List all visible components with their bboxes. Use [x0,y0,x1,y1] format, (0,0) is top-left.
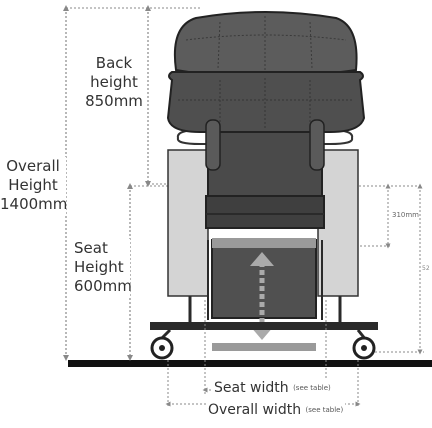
back-height-line1: Back [95,54,133,72]
overall-height-line3: 1400mm [0,195,68,213]
backrest-lower-cushion [166,71,366,133]
seat-height-line2: Height [74,258,124,276]
overall-width-text: Overall width [208,402,302,418]
seat-width-text: Seat width [214,380,289,396]
overall-width-note: (see table) [305,406,344,414]
back-height-line2: height [90,73,138,91]
footplate [212,343,316,351]
overall-width-label: Overall width (see table) [206,402,346,418]
right-lateral-support [309,119,325,171]
right-dim-label: 52 [422,265,430,272]
backrest-lower-stitching [178,78,354,130]
right-side-panel [317,149,359,297]
seat-width-note: (see table) [293,384,331,392]
left-side-panel [167,149,209,297]
seat-cushion [205,195,325,229]
overall-height-label: Overall Height 1400mm [0,157,68,214]
back-height-line3: 850mm [85,92,143,110]
seat-width-indicator-bar [212,238,316,248]
seat-height-line3: 600mm [74,277,132,295]
back-height-label: Back height 850mm [82,54,146,111]
seat-width-label: Seat width (see table) [212,380,333,396]
left-lateral-support [205,119,221,171]
seat-back-column [207,131,323,197]
armrest-dim-label: 310mm [392,211,419,219]
backrest-top-cushion [173,11,358,78]
left-castor-hub [159,345,165,351]
base-frame-rail [150,322,378,330]
overall-height-line2: Height [8,176,58,194]
seat-height-line1: Seat [74,239,108,257]
seat-height-label: Seat Height 600mm [74,239,132,296]
tilt-arrow-up-head [250,252,274,266]
overall-height-line1: Overall [6,157,60,175]
right-castor-hub [361,345,367,351]
floor-line [68,360,432,367]
